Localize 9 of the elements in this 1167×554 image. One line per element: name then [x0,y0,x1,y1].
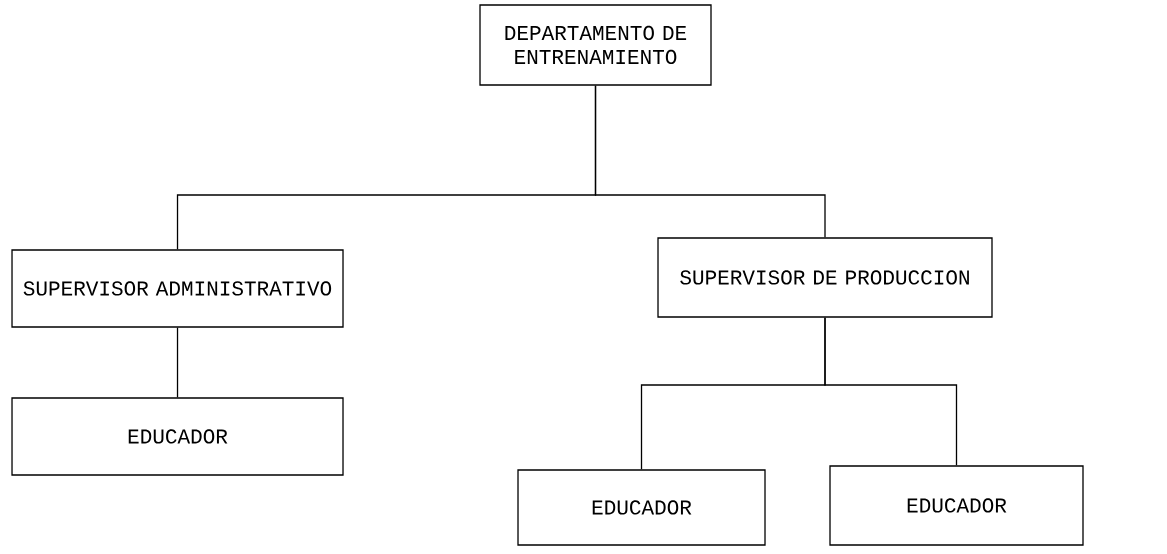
connector-line [824,317,958,466]
connector-line [176,327,179,398]
org-box: EDUCADOR [11,397,344,476]
org-box: SUPERVISOR ADMINISTRATIVO [11,249,344,328]
org-box: EDUCADOR [517,469,766,546]
connector-line [594,85,826,238]
org-box: EDUCADOR [829,465,1084,546]
org-box: DEPARTAMENTO DE ENTRENAMIENTO [479,4,712,86]
org-box: SUPERVISOR DE PRODUCCION [657,237,993,318]
